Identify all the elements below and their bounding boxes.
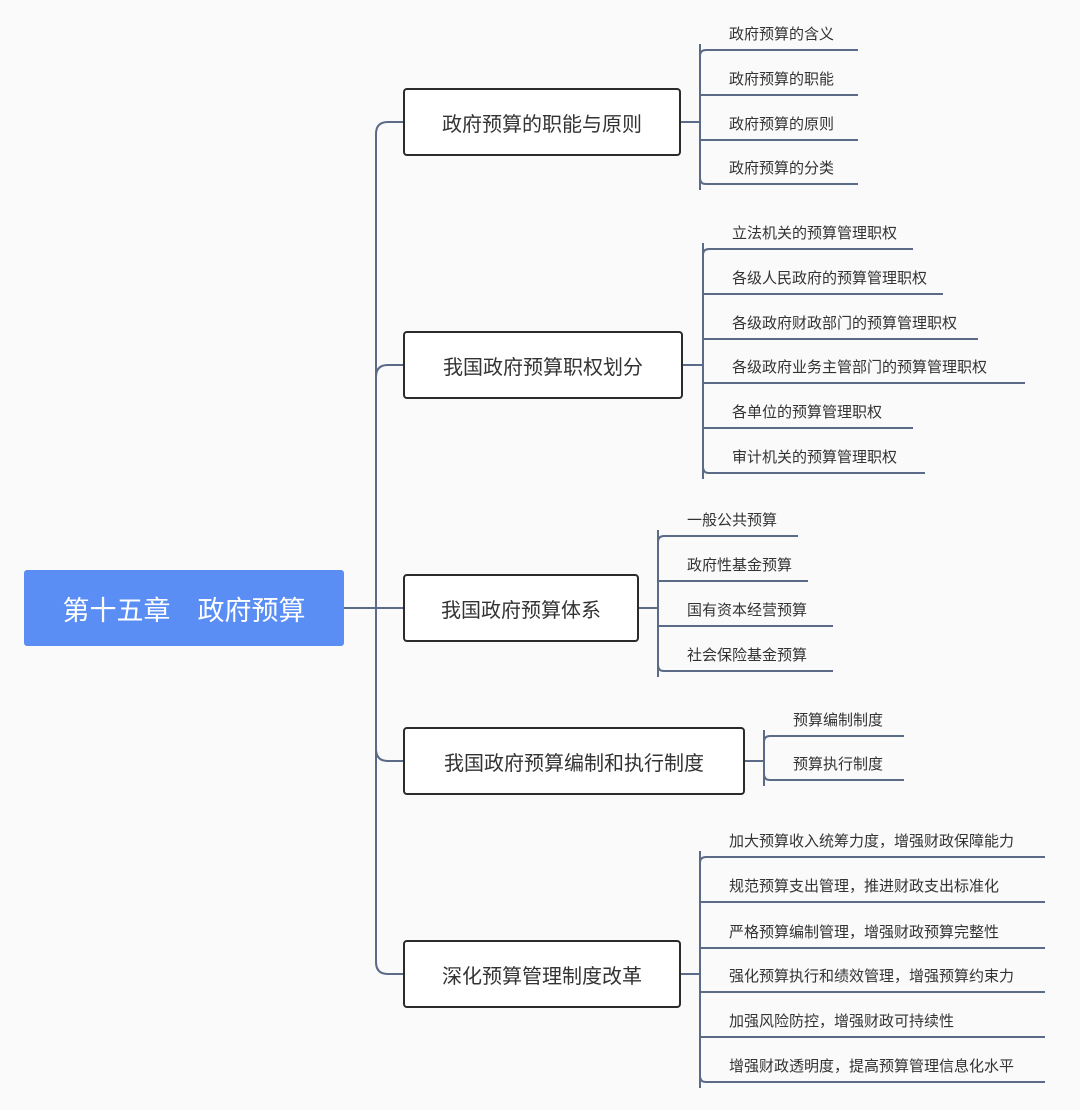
leaf-node[interactable]: 各级政府财政部门的预算管理职权	[732, 314, 958, 332]
leaf-node[interactable]: 政府预算的职能	[729, 70, 835, 88]
leaf-node[interactable]: 加大预算收入统筹力度，增强财政保障能力	[729, 832, 1015, 850]
leaf-node[interactable]: 强化预算执行和绩效管理，增强预算约束力	[729, 967, 1015, 985]
leaf-node[interactable]: 政府预算的原则	[729, 115, 835, 133]
leaf-node[interactable]: 政府性基金预算	[687, 556, 793, 574]
connector-line	[657, 664, 833, 672]
leaf-node[interactable]: 预算编制制度	[793, 711, 884, 729]
leaf-node[interactable]: 审计机关的预算管理职权	[732, 448, 898, 466]
leaf-node[interactable]: 加强风险防控，增强财政可持续性	[729, 1012, 955, 1030]
connector-line	[763, 773, 904, 781]
leaf-node[interactable]: 规范预算支出管理，推进财政支出标准化	[729, 877, 1000, 895]
branch-node[interactable]: 我国政府预算编制和执行制度	[403, 727, 745, 795]
branch-node[interactable]: 我国政府预算体系	[403, 574, 639, 642]
branch-node[interactable]: 政府预算的职能与原则	[403, 88, 681, 156]
leaf-node[interactable]: 各级人民政府的预算管理职权	[732, 269, 928, 287]
connector-line	[699, 1075, 1045, 1083]
leaf-node[interactable]: 严格预算编制管理，增强财政预算完整性	[729, 923, 1000, 941]
leaf-node[interactable]: 政府预算的含义	[729, 25, 835, 43]
leaf-node[interactable]: 社会保险基金预算	[687, 646, 808, 664]
connector-line	[699, 856, 1045, 864]
connector-line	[702, 466, 925, 474]
connector-line	[375, 364, 403, 608]
leaf-node[interactable]: 一般公共预算	[687, 511, 778, 529]
connector-line	[699, 49, 858, 57]
leaf-node[interactable]: 国有资本经营预算	[687, 601, 808, 619]
leaf-node[interactable]: 增强财政透明度，提高预算管理信息化水平	[729, 1057, 1015, 1075]
connector-line	[702, 248, 913, 256]
leaf-node[interactable]: 立法机关的预算管理职权	[732, 224, 898, 242]
branch-node[interactable]: 深化预算管理制度改革	[403, 940, 681, 1008]
connector-line	[657, 535, 798, 543]
root-node[interactable]: 第十五章 政府预算	[24, 570, 344, 646]
branch-node[interactable]: 我国政府预算职权划分	[403, 331, 683, 399]
leaf-node[interactable]: 各单位的预算管理职权	[732, 403, 883, 421]
connector-line	[699, 177, 858, 185]
leaf-node[interactable]: 各级政府业务主管部门的预算管理职权	[732, 358, 988, 376]
connector-line	[375, 608, 403, 975]
leaf-node[interactable]: 预算执行制度	[793, 755, 884, 773]
connector-line	[375, 121, 403, 608]
leaf-node[interactable]: 政府预算的分类	[729, 159, 835, 177]
connector-line	[375, 608, 403, 762]
connector-line	[763, 735, 904, 743]
